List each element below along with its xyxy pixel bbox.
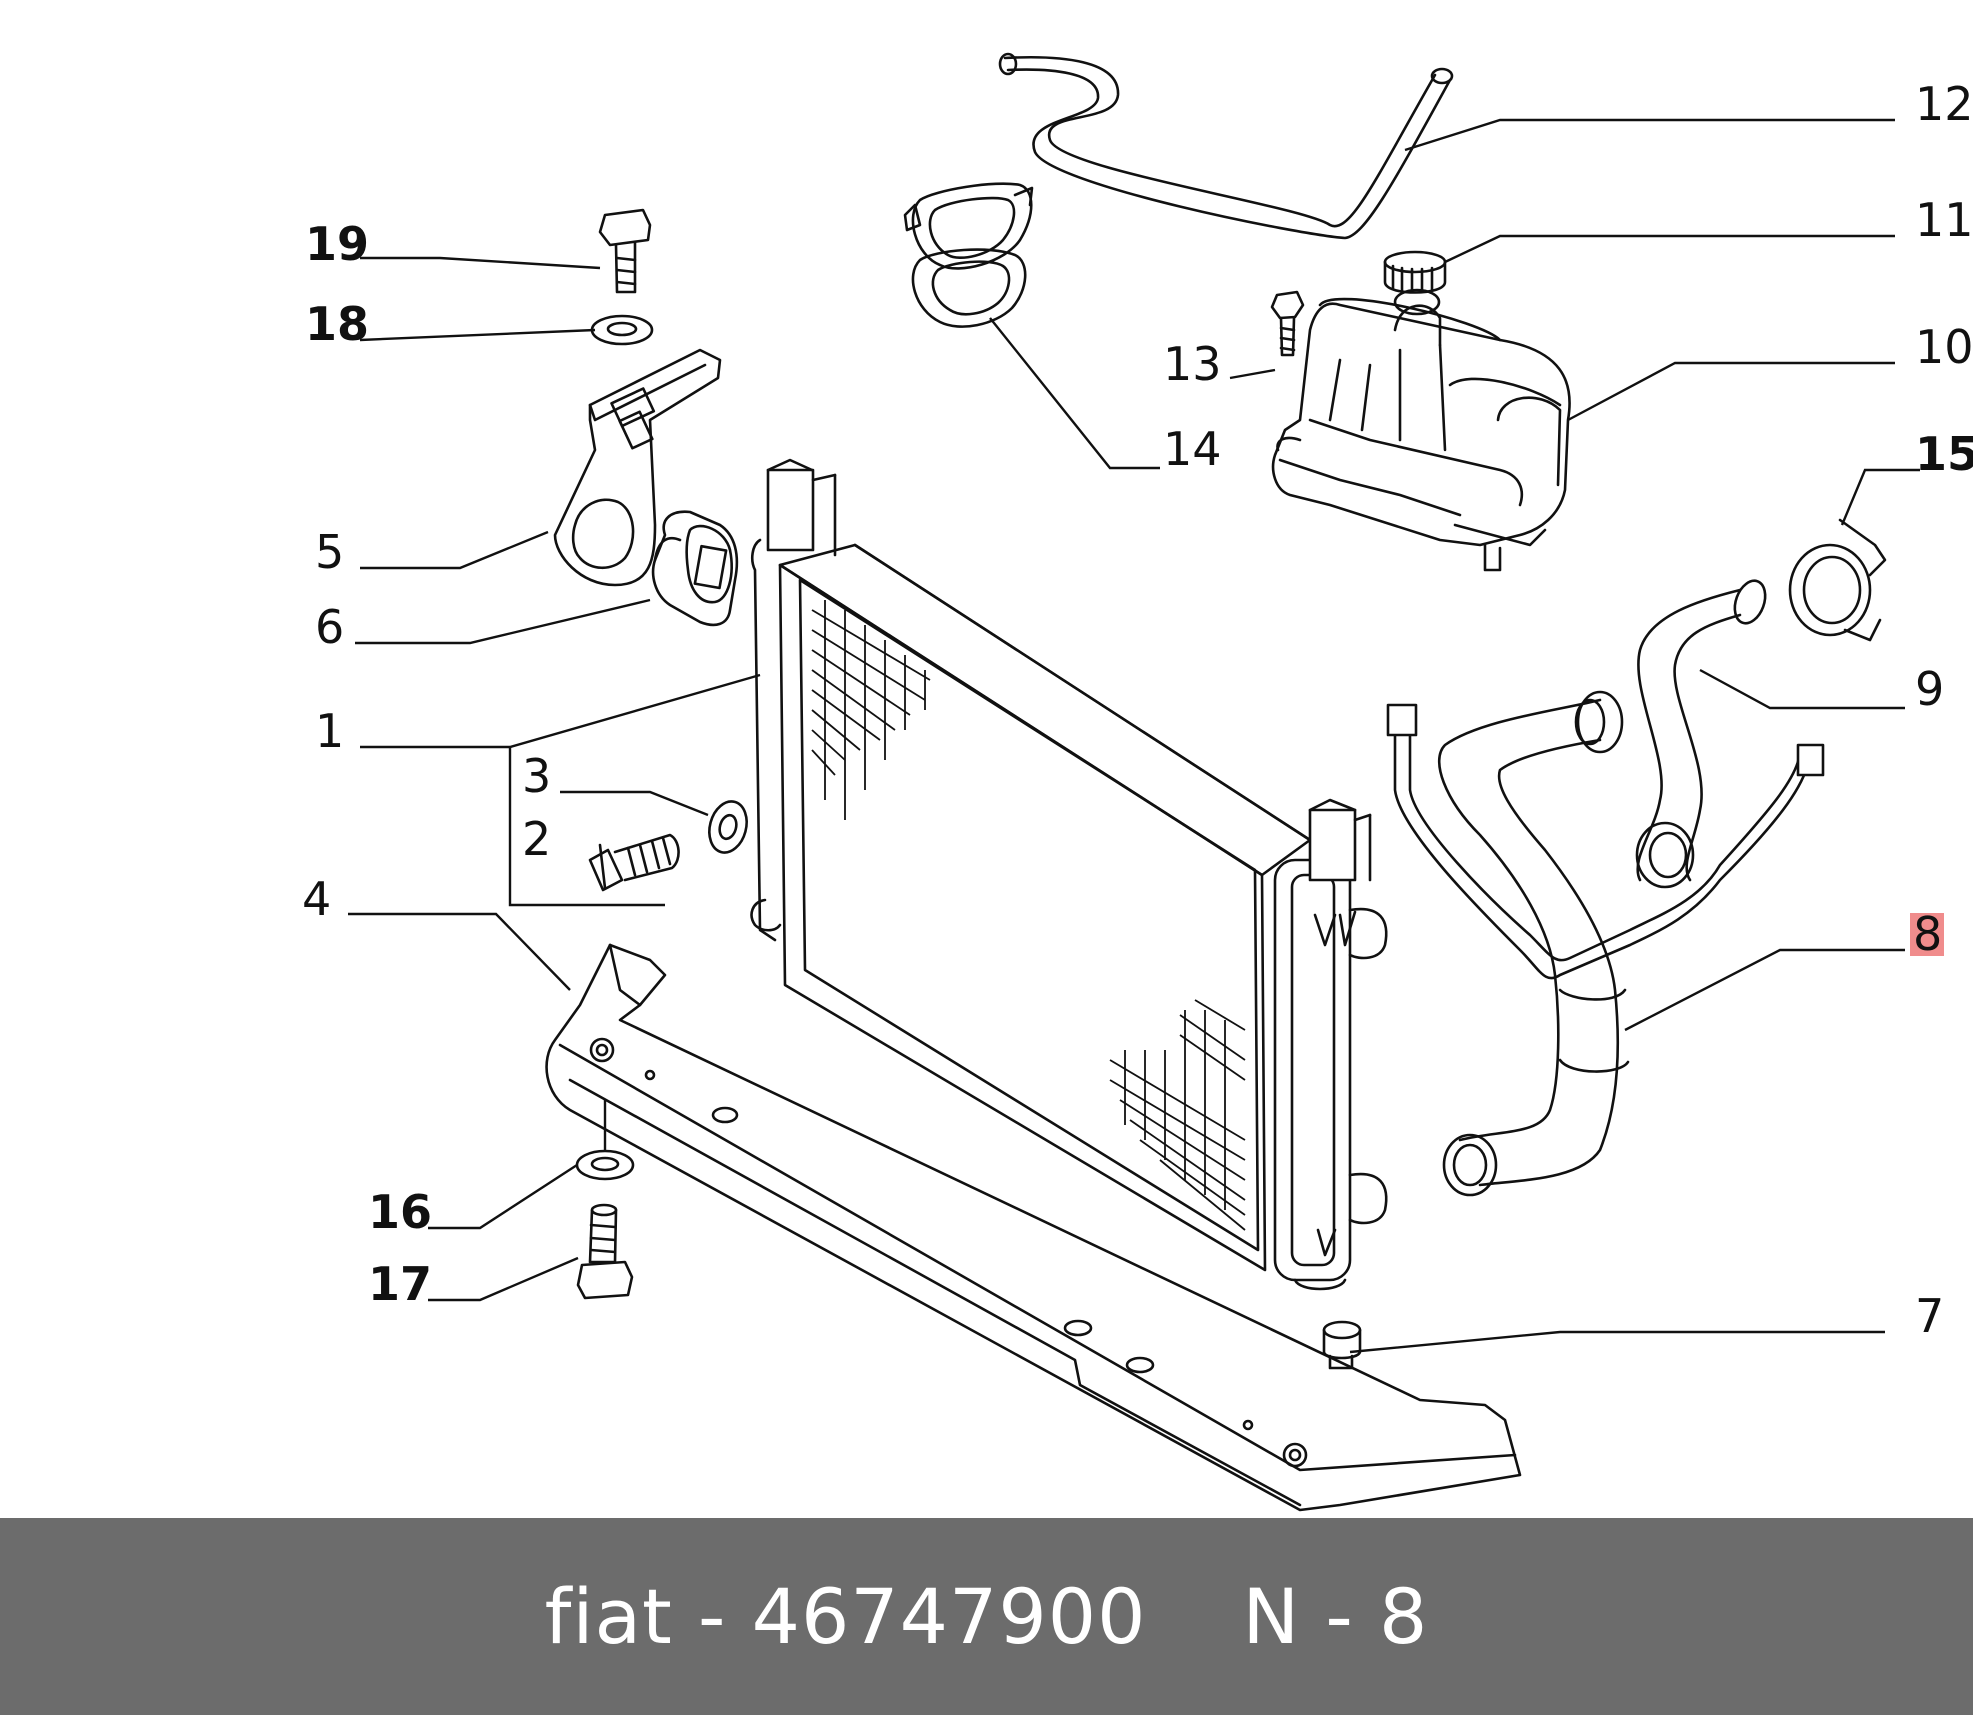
callout-8-highlight <box>1910 913 1944 956</box>
part-17-bolt <box>576 1203 634 1300</box>
part-5-bracket <box>553 348 722 587</box>
callout-12: 12 <box>1915 77 1973 131</box>
callout-18: 18 <box>305 297 369 351</box>
part-number-footer: fiat - 46747900 N - 8 <box>0 1518 1973 1715</box>
callout-16: 16 <box>368 1185 432 1239</box>
part-1-radiator <box>750 458 1388 1291</box>
callout-15: 15 <box>1915 427 1973 481</box>
part-7-plug <box>1322 1320 1362 1370</box>
part-4-crossmember <box>545 943 1522 1512</box>
part-10-expansion-tank <box>1271 288 1571 572</box>
part-16-washer <box>575 1149 635 1181</box>
part-9-hose <box>1635 579 1767 889</box>
part-number-text: fiat - 46747900 <box>544 1572 1147 1661</box>
part-12-upper-hose <box>998 52 1454 240</box>
part-2-drain-plug <box>588 833 680 892</box>
callout-5: 5 <box>315 525 344 579</box>
callout-3: 3 <box>522 749 551 803</box>
callout-10: 10 <box>1915 320 1973 374</box>
part-18-washer <box>590 314 654 346</box>
callout-19: 19 <box>305 217 369 271</box>
callout-2: 2 <box>522 812 551 866</box>
callout-9: 9 <box>1915 662 1944 716</box>
part-6-grommet <box>651 510 739 627</box>
part-8-hose-assembly <box>1386 690 1825 1197</box>
part-13-bolt <box>1270 290 1305 357</box>
leader-lines <box>348 118 1920 1354</box>
callout-6: 6 <box>315 600 344 654</box>
part-19-bolt <box>598 208 652 294</box>
part-11-cap <box>1383 250 1447 294</box>
callout-11: 11 <box>1915 193 1973 247</box>
callout-13: 13 <box>1163 337 1222 391</box>
part-14-bracket <box>903 182 1034 328</box>
callout-4: 4 <box>302 872 331 926</box>
callout-7: 7 <box>1915 1289 1944 1343</box>
callout-8: 8 <box>1913 907 1942 961</box>
callout-1: 1 <box>315 704 344 758</box>
callout-17: 17 <box>368 1257 432 1311</box>
part-15-clamp <box>1788 518 1887 642</box>
parts-diagram: 12 11 10 13 14 15 9 8 7 19 18 5 6 1 3 2 … <box>302 52 1973 1512</box>
callouts: 12 11 10 13 14 15 9 8 7 19 18 5 6 1 3 2 … <box>302 77 1973 1343</box>
part-3-washer <box>708 800 748 854</box>
callout-14: 14 <box>1163 422 1222 476</box>
reference-number-text: N - 8 <box>1242 1572 1429 1661</box>
radiator-core-hatching <box>811 600 1246 1231</box>
